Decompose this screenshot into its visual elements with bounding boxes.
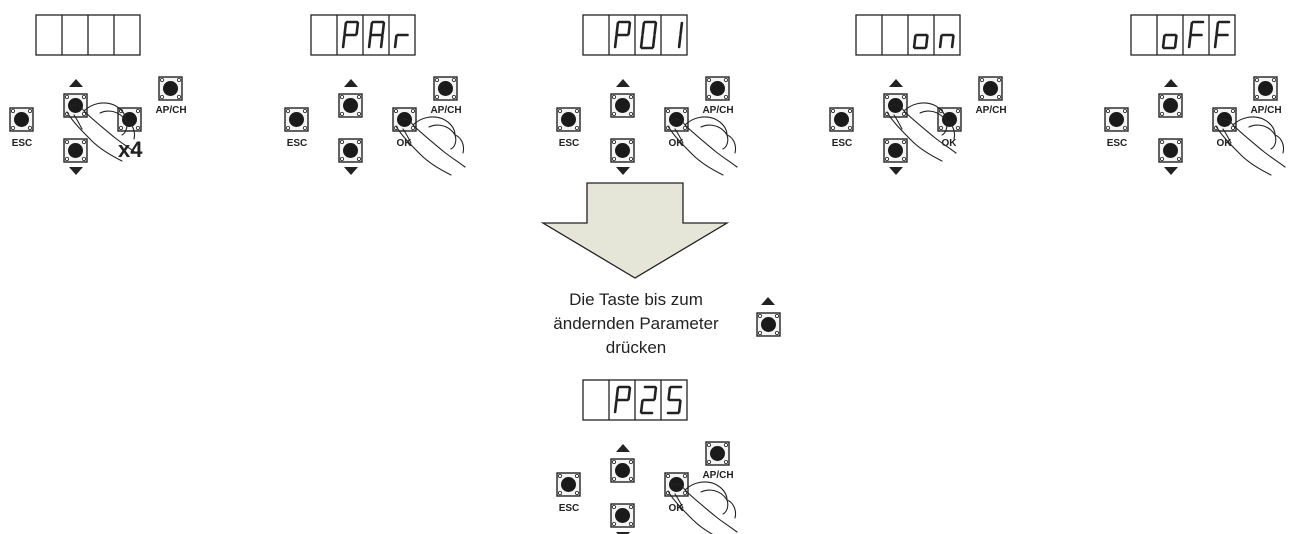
- instruction-line-1: Die Taste bis zum: [569, 290, 703, 309]
- apch-button[interactable]: [158, 76, 183, 101]
- esc-button[interactable]: [284, 107, 309, 132]
- display-char: [1161, 33, 1178, 50]
- segment-display: [582, 379, 688, 421]
- ok-button[interactable]: [664, 472, 689, 497]
- display-char: [1187, 20, 1205, 49]
- down-button[interactable]: [338, 138, 363, 163]
- ok-button[interactable]: [664, 107, 689, 132]
- up-button[interactable]: [1158, 93, 1183, 118]
- ok-label: OK: [1217, 138, 1233, 149]
- ok-label: OK: [397, 138, 413, 149]
- display-char: [367, 20, 386, 49]
- step-panel: ESC OK AP/CH: [556, 14, 738, 176]
- display-char: [613, 20, 632, 49]
- up-arrow-indicator: [616, 444, 630, 452]
- esc-label: ESC: [559, 503, 580, 514]
- up-button[interactable]: [883, 93, 908, 118]
- display-char: [639, 20, 658, 50]
- down-arrow-indicator: [69, 167, 83, 175]
- apch-button[interactable]: [433, 76, 458, 101]
- esc-label: ESC: [12, 138, 33, 149]
- esc-label: ESC: [287, 138, 308, 149]
- display-char: [341, 20, 360, 49]
- up-arrow-indicator: [616, 79, 630, 87]
- display-char: [938, 33, 955, 49]
- segment-display: [310, 14, 416, 56]
- up-arrow-indicator: [889, 79, 903, 87]
- step-panel: ESC OK AP/CH: [284, 14, 466, 176]
- up-arrow-indicator: [1164, 79, 1178, 87]
- esc-label: ESC: [559, 138, 580, 149]
- esc-button[interactable]: [1104, 107, 1129, 132]
- segment-display: [1130, 14, 1236, 56]
- down-arrow-indicator: [1164, 167, 1178, 175]
- up-button[interactable]: [756, 312, 781, 337]
- down-button[interactable]: [610, 138, 635, 163]
- instruction-caption: Die Taste bis zum ändernden Parameter dr…: [512, 288, 760, 360]
- up-arrow-indicator: [344, 79, 358, 87]
- up-arrow-indicator: [761, 297, 775, 305]
- display-char: [393, 33, 409, 49]
- step-panel: ESC OK AP/CH: [829, 14, 1007, 175]
- ok-label: OK: [669, 138, 685, 149]
- display-char: [613, 385, 632, 414]
- apch-button[interactable]: [705, 76, 730, 101]
- segment-display: [582, 14, 688, 56]
- down-flow-arrow: [540, 182, 730, 279]
- ok-label: OK: [942, 138, 958, 149]
- up-button[interactable]: [610, 458, 635, 483]
- apch-button[interactable]: [1253, 76, 1278, 101]
- up-arrow-indicator: [69, 79, 83, 87]
- step-panel: ESC AP/CH x4: [9, 14, 187, 175]
- pointing-hand-icon: [667, 481, 738, 534]
- apch-label: AP/CH: [155, 105, 186, 116]
- display-char: [677, 21, 684, 49]
- display-char: [912, 33, 929, 50]
- esc-label: ESC: [1107, 138, 1128, 149]
- instruction-line-2: ändernden Parameter: [553, 314, 719, 333]
- segment-display: [35, 14, 141, 56]
- step-panel: ESC OK AP/CH: [1104, 14, 1286, 176]
- ok-button[interactable]: [937, 107, 962, 132]
- esc-button[interactable]: [829, 107, 854, 132]
- apch-label: AP/CH: [430, 105, 461, 116]
- apch-button[interactable]: [705, 441, 730, 466]
- apch-label: AP/CH: [975, 105, 1006, 116]
- ok-button[interactable]: [117, 107, 142, 132]
- display-char: [639, 385, 658, 415]
- down-arrow-indicator: [344, 167, 358, 175]
- esc-button[interactable]: [556, 107, 581, 132]
- segment-display: [855, 14, 961, 56]
- apch-label: AP/CH: [702, 470, 733, 481]
- apch-button[interactable]: [978, 76, 1003, 101]
- pointing-hand-icon: [395, 116, 466, 176]
- down-button[interactable]: [883, 138, 908, 163]
- down-button[interactable]: [63, 138, 88, 163]
- instruction-line-3: drücken: [605, 338, 667, 357]
- display-char: [1213, 20, 1231, 49]
- pointing-hand-icon: [667, 116, 738, 176]
- step-panel: ESC OK AP/CH: [556, 379, 738, 534]
- esc-label: ESC: [832, 138, 853, 149]
- display-char: [666, 385, 683, 415]
- pointing-hand-icon: [1215, 116, 1286, 176]
- down-button[interactable]: [1158, 138, 1183, 163]
- down-arrow-indicator: [889, 167, 903, 175]
- esc-button[interactable]: [556, 472, 581, 497]
- apch-label: AP/CH: [702, 105, 733, 116]
- up-button[interactable]: [610, 93, 635, 118]
- pointing-hand-icon: [886, 102, 957, 162]
- down-button[interactable]: [610, 503, 635, 528]
- up-button[interactable]: [338, 93, 363, 118]
- pointing-hand-icon: [66, 102, 137, 162]
- ok-button[interactable]: [392, 107, 417, 132]
- up-button-icon: [756, 297, 781, 337]
- repeat-count: x4: [118, 137, 143, 162]
- ok-label: OK: [669, 503, 685, 514]
- down-arrow-indicator: [616, 167, 630, 175]
- esc-button[interactable]: [9, 107, 34, 132]
- apch-label: AP/CH: [1250, 105, 1281, 116]
